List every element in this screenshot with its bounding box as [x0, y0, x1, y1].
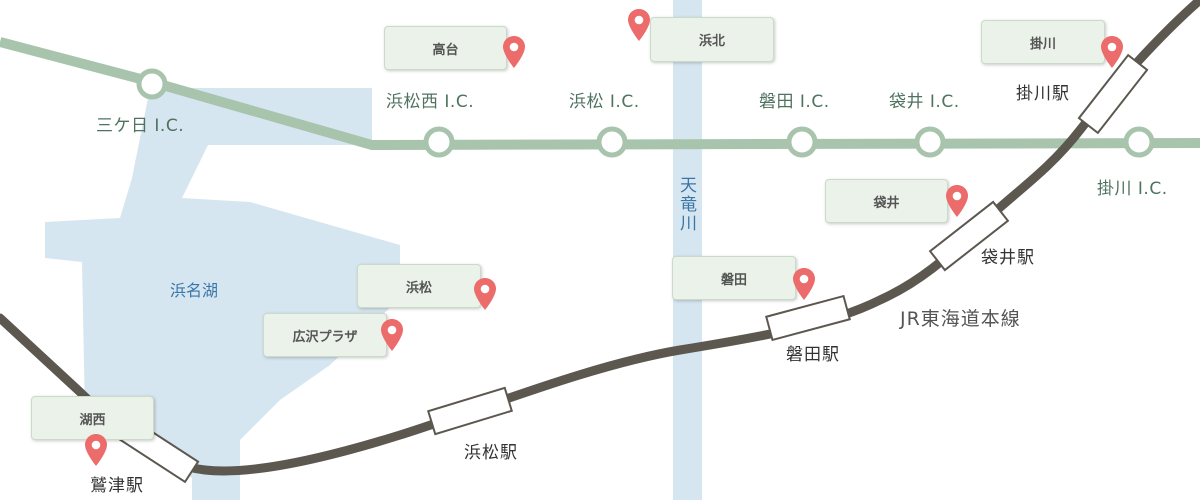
interchange-hamamatsu-nishi [423, 126, 455, 158]
interchange-hamamatsu [596, 126, 628, 158]
map-pin-icon[interactable] [1100, 35, 1124, 69]
map-pin-icon[interactable] [84, 433, 108, 467]
interchange-mikkabi [136, 68, 168, 100]
store-hirosawa-plaza[interactable]: 広沢プラザ [263, 313, 387, 357]
station-label-kakegawa: 掛川駅 [1016, 84, 1070, 104]
expressway [0, 37, 1200, 151]
station-label-hamamatsu: 浜松駅 [464, 443, 518, 463]
store-takadai[interactable]: 高台 [384, 26, 507, 70]
rail-line-label: JR東海道本線 [900, 308, 1021, 330]
interchange-label-iwata: 磐田 I.C. [759, 92, 830, 112]
tenryu-river [673, 0, 702, 500]
map-pin-icon[interactable] [945, 184, 969, 218]
station-box-iwata [765, 294, 851, 342]
interchange-fukuroi [914, 126, 946, 158]
station-box-fukuroi [928, 200, 1010, 272]
interchange-markers [136, 68, 1155, 158]
interchange-label-kakegawa: 掛川 I.C. [1097, 179, 1168, 199]
store-fukuroi[interactable]: 袋井 [825, 179, 948, 223]
river-label: 天竜川 [676, 176, 696, 233]
station-label-fukuroi: 袋井駅 [981, 248, 1035, 268]
interchange-label-hamamatsu: 浜松 I.C. [569, 92, 640, 112]
station-box-kakegawa [1077, 53, 1149, 135]
station-label-washizu: 鷲津駅 [90, 476, 144, 496]
interchange-label-mikkabi: 三ケ日 I.C. [96, 116, 185, 136]
map-pin-icon[interactable] [473, 277, 497, 311]
map-pin-icon[interactable] [502, 35, 526, 69]
interchange-iwata [786, 126, 818, 158]
lake-label: 浜名湖 [170, 281, 219, 300]
station-box-hamamatsu [426, 386, 514, 436]
interchange-label-hamamatsu-nishi: 浜松西 I.C. [386, 92, 475, 112]
map-pin-icon[interactable] [627, 8, 651, 42]
store-kakegawa[interactable]: 掛川 [981, 20, 1105, 64]
store-hamakita[interactable]: 浜北 [650, 17, 774, 62]
store-iwata[interactable]: 磐田 [672, 256, 796, 300]
store-hamamatsu[interactable]: 浜松 [357, 264, 481, 308]
interchange-label-fukuroi: 袋井 I.C. [889, 92, 960, 112]
map-pin-icon[interactable] [380, 318, 404, 352]
station-label-iwata: 磐田駅 [786, 345, 840, 365]
interchange-kakegawa [1123, 126, 1155, 158]
store-kosai[interactable]: 湖西 [31, 396, 154, 440]
jr-tokaido-line [0, 0, 1200, 476]
map-pin-icon[interactable] [792, 267, 816, 301]
